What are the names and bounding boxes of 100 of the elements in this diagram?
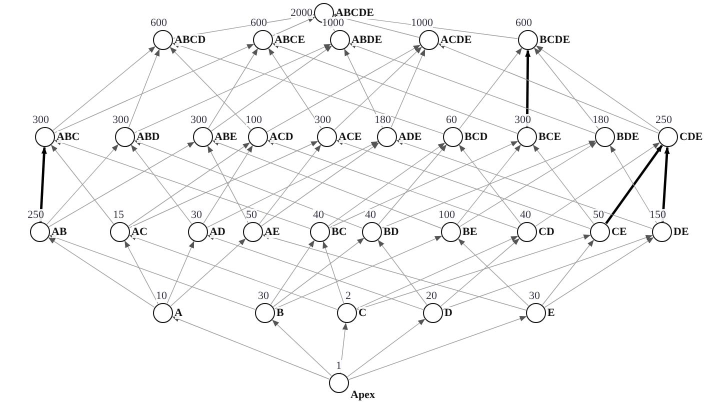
node-label: BCD [464,131,488,143]
node-label: Apex [350,389,375,401]
lattice-node [422,302,452,324]
node-value: 150 [650,208,666,220]
arrow [460,142,597,227]
node-value: 300 [314,114,331,126]
lattice-node [376,126,422,148]
node-label: BDE [616,131,640,143]
lattice-node [242,222,280,242]
arrow [273,238,364,308]
node-value: 180 [592,114,609,126]
lattice-node [252,30,306,50]
arrow [381,140,596,228]
lattice-node [110,222,148,242]
arrow [458,238,529,306]
arrow [544,237,654,308]
node-value: 40 [313,208,324,220]
node-label: D [444,307,452,319]
arrow [172,42,444,134]
lattice-node [30,222,67,242]
lattice-node [418,30,472,50]
node-label: CDE [680,131,703,143]
lattice-node [516,222,554,242]
node-label: ACE [338,131,362,143]
lattice-node [590,222,627,242]
arrow [166,241,194,304]
arrow [54,140,310,229]
node-label: A [174,307,182,319]
arrow [356,236,518,310]
arrow [322,241,344,304]
arrow [610,145,657,224]
arrow [356,234,591,310]
node-value: 250 [656,114,672,126]
node-value: 1000 [411,16,433,28]
arrow [348,316,527,380]
lattice-node [652,222,689,242]
node-value: 30 [529,290,540,302]
arrow [272,43,518,134]
arrow [262,234,526,310]
arrow [128,142,250,226]
arrow [525,50,531,127]
arrow [336,140,590,229]
node-value: 100 [246,114,262,126]
node-label: CE [612,226,627,238]
arrow [134,140,363,229]
arrow [459,48,522,130]
node-label: AC [132,226,148,238]
arrow [274,236,442,310]
node-value: 50 [246,208,257,220]
arrow [49,235,256,310]
lattice-node [34,126,80,148]
arrow [534,48,599,130]
node-label: CD [538,226,554,238]
node-value: 600 [150,16,167,28]
node-label: BE [462,226,478,238]
node-label: ABCDE [336,7,374,19]
node-value: 180 [374,114,391,126]
node-value: 15 [113,208,124,220]
lattice-node [526,302,555,324]
lattice-node [114,126,160,148]
arrow [344,48,383,128]
node-value: 250 [28,208,44,220]
node-label: BD [384,226,399,238]
node-label: ABCD [174,34,206,46]
arrow [349,43,596,134]
arrow [270,240,314,305]
arrow [605,144,663,224]
lattice-node [658,126,703,148]
node-value: 40 [520,208,531,220]
arrow [54,44,254,134]
arrow [130,144,192,224]
arrow [329,141,518,228]
arrow [442,234,653,310]
arrow [378,240,428,305]
node-value: 30 [191,208,202,220]
arrow [272,16,316,36]
node-label: ABCE [274,34,306,46]
arrow [48,142,195,228]
arrow [266,44,420,132]
arrow [52,46,156,131]
arrow [272,320,332,376]
lattice-node [192,126,238,148]
node-label: ABC [56,131,80,143]
lattice-node [310,222,347,242]
arrow [212,140,442,229]
node-value: 300 [190,114,207,126]
arrow [48,237,155,308]
node-label: E [548,307,555,319]
lattice-node [254,302,284,324]
lattice-node [316,126,362,148]
node-label: ABE [214,131,238,143]
arrow [378,144,447,224]
node-value: 2000 [290,7,312,19]
node-label: AB [52,226,67,238]
arrow [261,142,379,226]
arrow [542,240,594,306]
arrow [347,318,426,378]
node-label: BCDE [540,34,570,46]
node-value: 300 [112,114,129,126]
arrow [129,141,318,228]
